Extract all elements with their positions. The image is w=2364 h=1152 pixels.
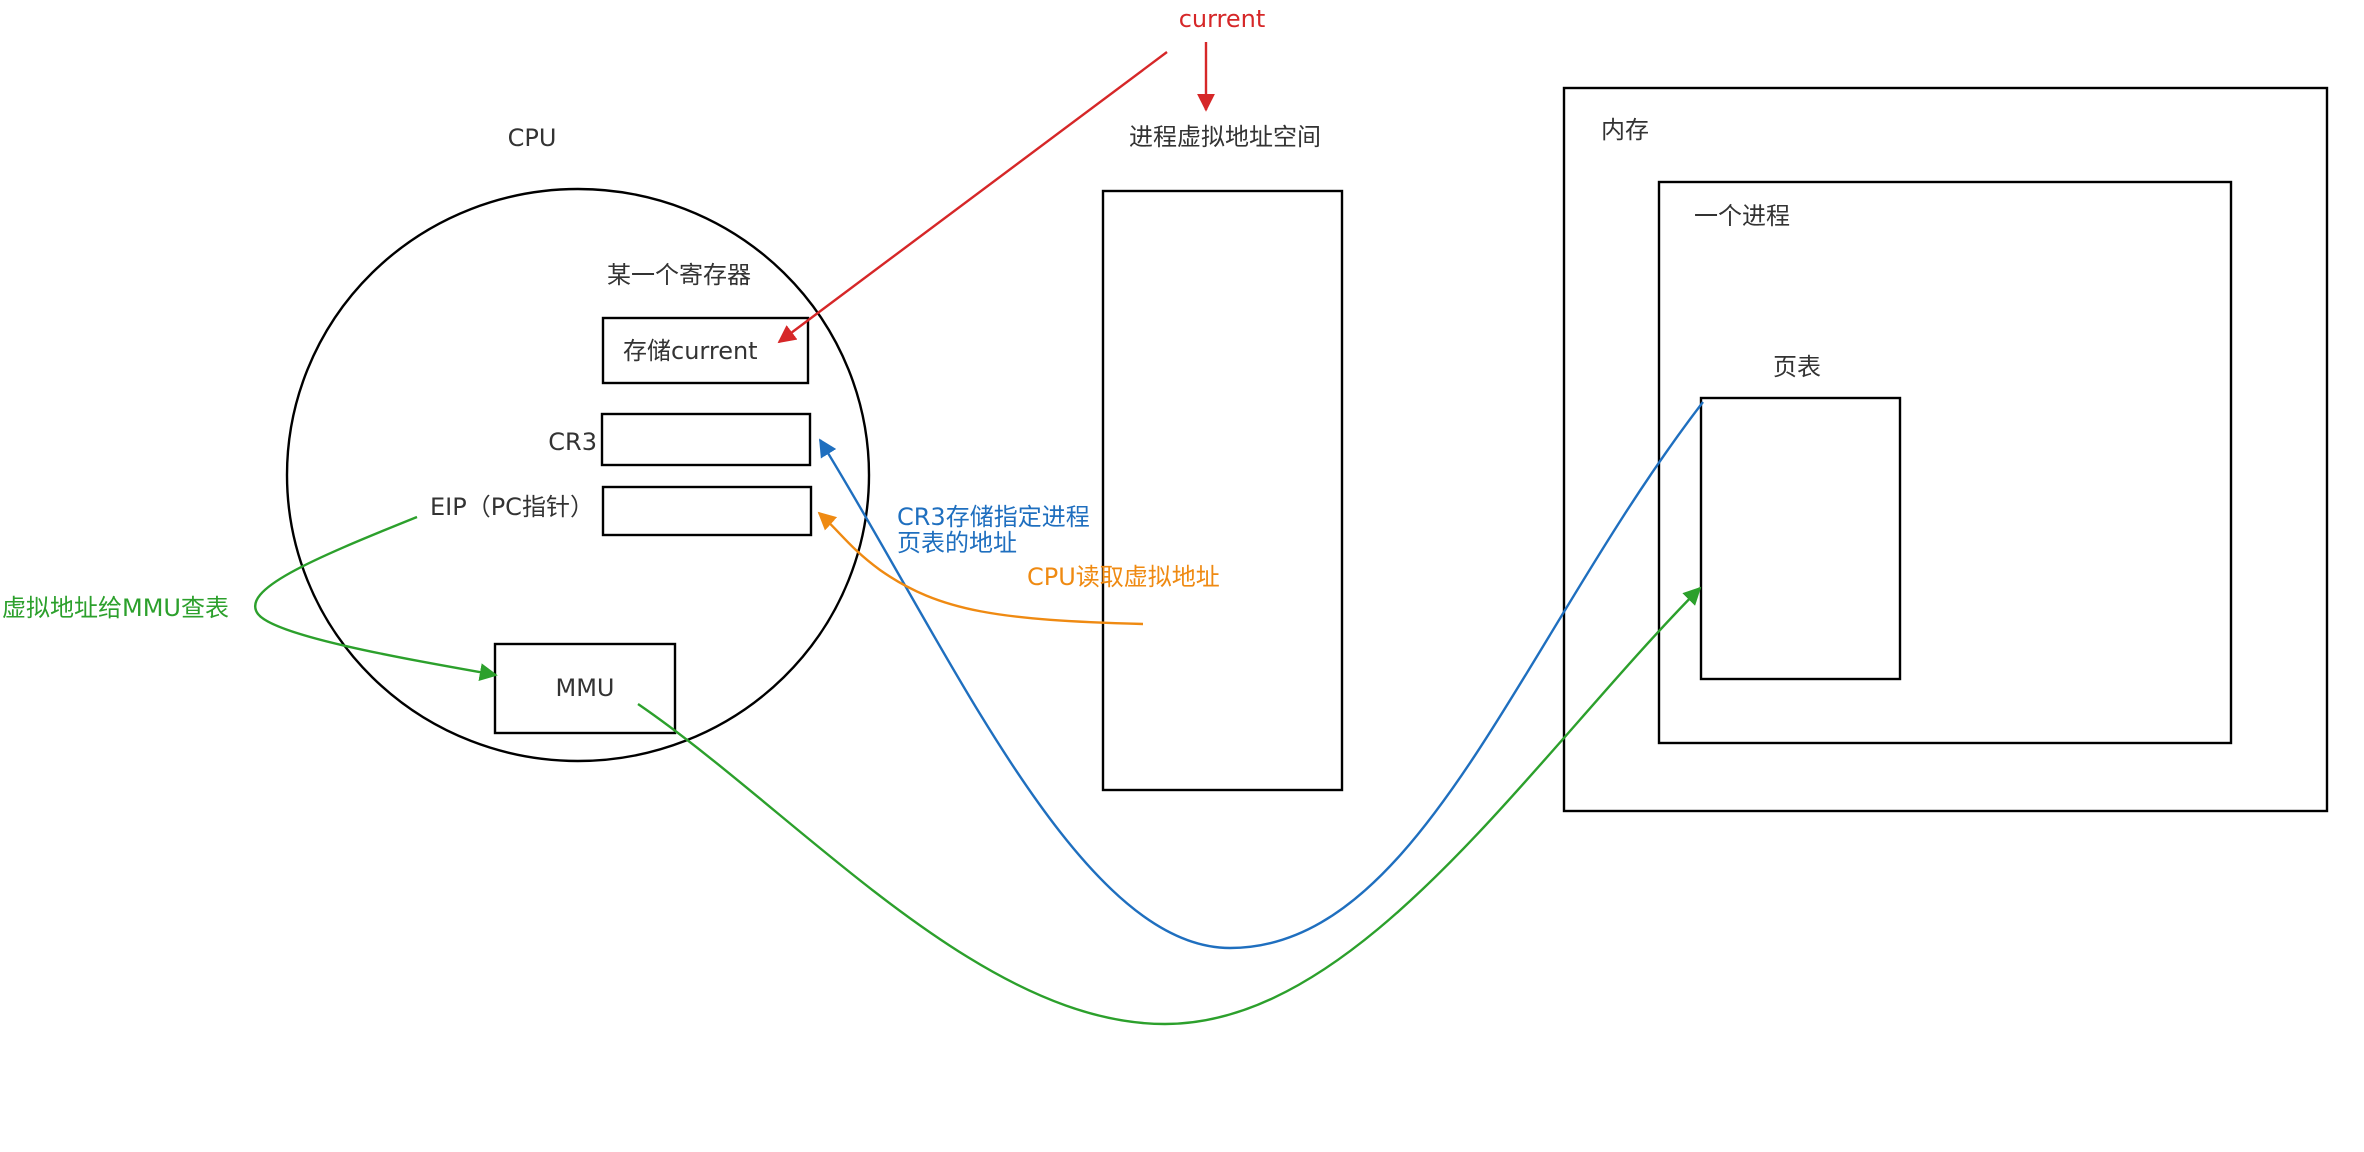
vas-to-eip-edge xyxy=(817,511,1144,626)
cpu-circle xyxy=(285,187,871,763)
page-table-box xyxy=(1699,396,1902,681)
cpu-label: CPU xyxy=(508,124,557,152)
mmu-to-page-table-edge xyxy=(637,586,1702,1026)
current-label: current xyxy=(1179,5,1266,33)
page-table-to-cr3-edge xyxy=(818,401,1704,950)
virtual-address-space-label: 进程虚拟地址空间 xyxy=(1129,123,1321,151)
process-box xyxy=(1657,180,2233,745)
eip-to-mmu-label: 虚拟地址给MMU查表 xyxy=(2,594,229,622)
register-label: 某一个寄存器 xyxy=(607,261,751,289)
page-table-label: 页表 xyxy=(1773,353,1821,381)
memory-label: 内存 xyxy=(1601,116,1649,144)
register-box-text: 存储current xyxy=(623,337,758,365)
virtual-address-space-box xyxy=(1101,189,1344,792)
memory-box xyxy=(1562,86,2329,813)
cr3-edge-label-line2: 页表的地址 xyxy=(897,529,1017,557)
mmu-box xyxy=(493,642,677,735)
eip-label: EIP（PC指针） xyxy=(430,493,594,521)
eip-register-box xyxy=(601,485,813,537)
cr3-register-box xyxy=(600,412,812,467)
vas-to-eip-label: CPU读取虚拟地址 xyxy=(1027,563,1220,591)
process-label: 一个进程 xyxy=(1694,202,1790,230)
mmu-label: MMU xyxy=(556,674,615,702)
eip-to-mmu-edge xyxy=(254,515,498,682)
register-box xyxy=(601,316,810,385)
cr3-edge-label-line1: CR3存储指定进程 xyxy=(897,503,1090,531)
current-to-register-edge xyxy=(777,51,1168,344)
cr3-label: CR3 xyxy=(548,428,597,456)
